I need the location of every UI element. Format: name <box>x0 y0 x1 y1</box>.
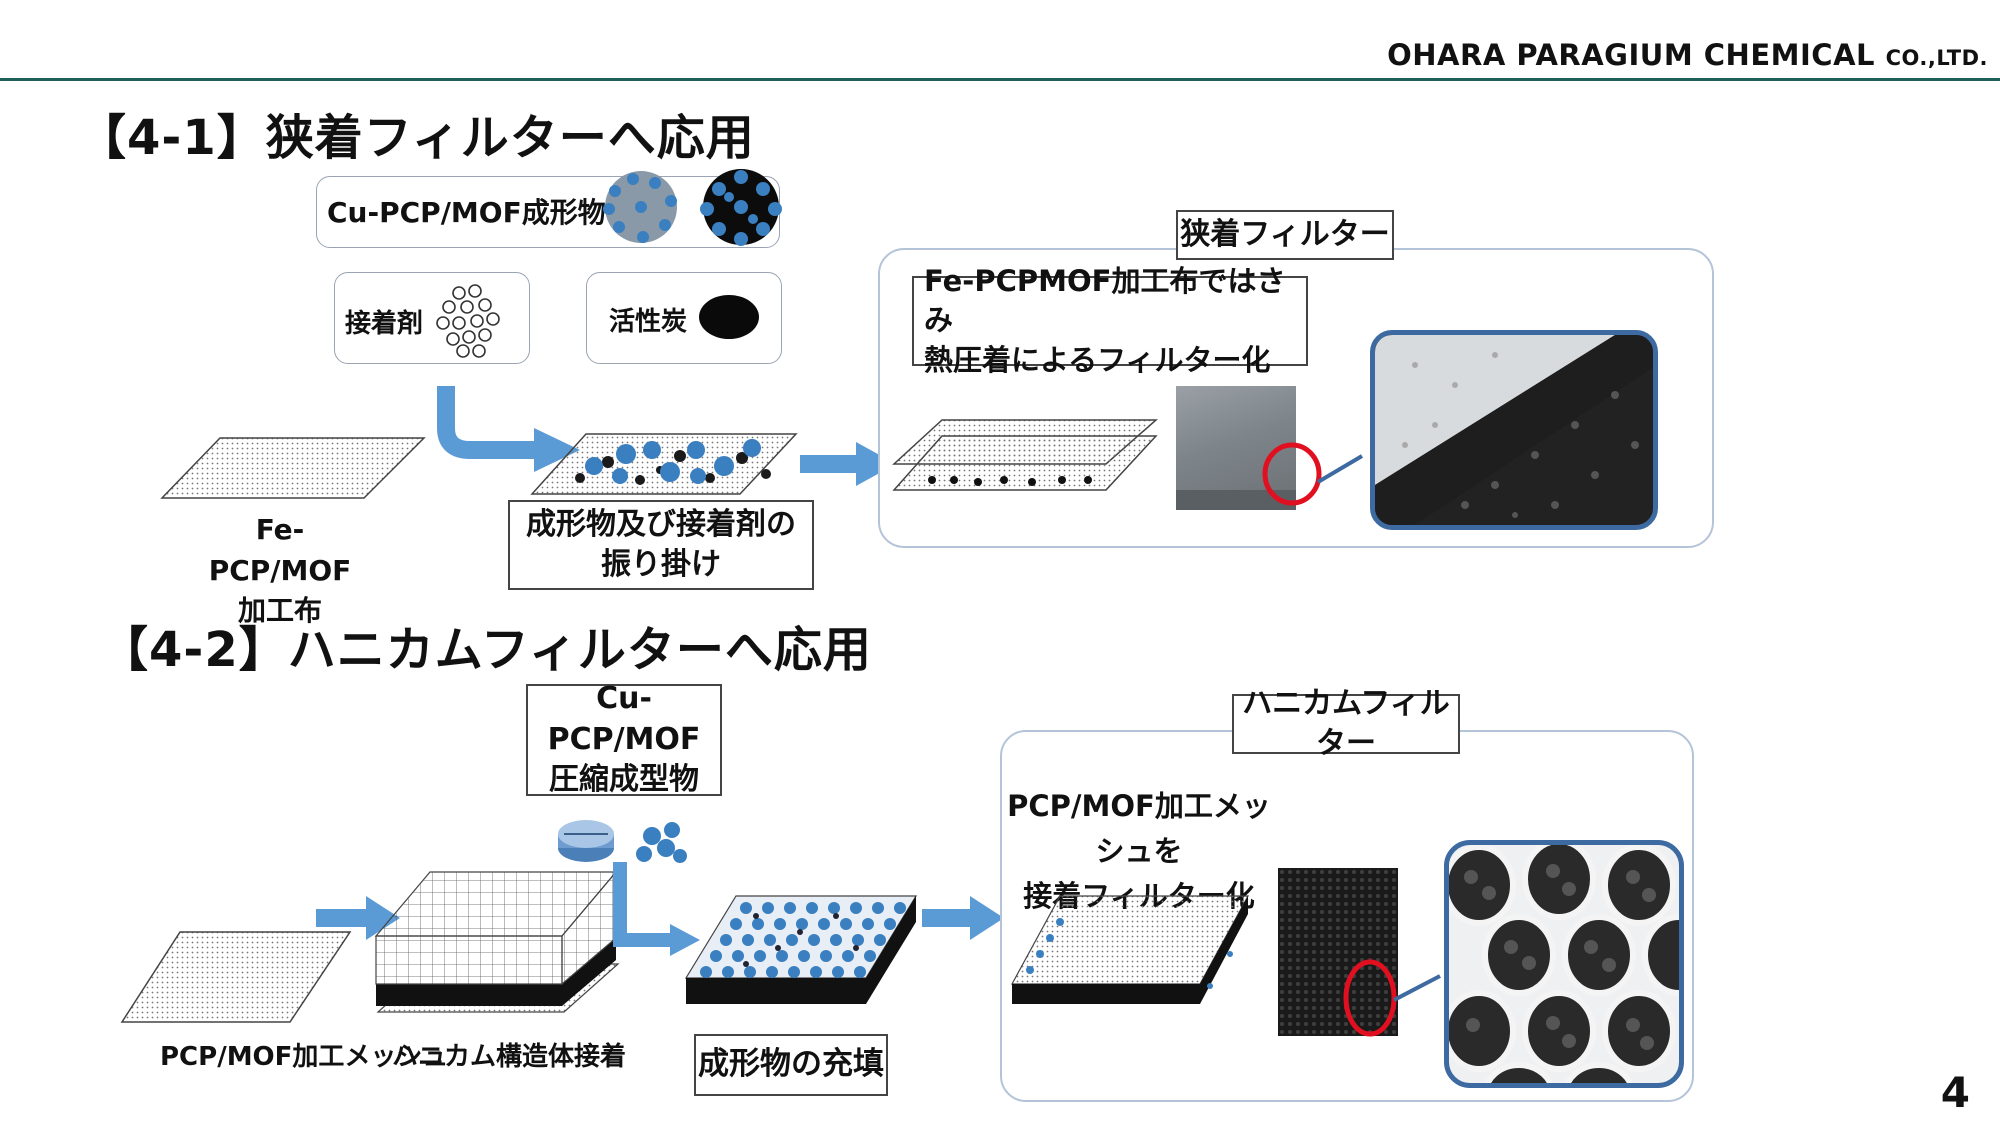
molded-product-box: Cu-PCP/MOF成形物 <box>316 169 782 248</box>
adhesive-circles-icon <box>436 284 500 358</box>
honeycomb-filter-sheet <box>1010 895 1250 1004</box>
zoom-honeycomb-texture <box>1449 845 1679 1083</box>
activated-carbon-icon <box>699 295 759 339</box>
honeycomb-structure <box>374 870 620 1013</box>
honeycomb-filter-title: ハニカムフィルター <box>1232 686 1460 761</box>
fe-fabric-label: Fe-PCP/MOF 加工布 <box>208 513 352 628</box>
section2-heading: 【4-2】ハニカムフィルターへ応用 <box>100 622 872 678</box>
compressed-pellets-icon <box>558 820 687 863</box>
adhesive-label: 接着剤 <box>345 309 424 339</box>
highlight-circle-2 <box>1343 959 1441 1037</box>
molded-product-label: Cu-PCP/MOF成形物 <box>327 196 606 229</box>
honeycomb-filter-desc: PCP/MOF加工メッシュを 接着フィルター化 <box>1007 789 1271 913</box>
fe-fabric-sheet <box>160 437 426 499</box>
honeycomb-filter-zoom <box>1444 840 1684 1088</box>
compressed-molded-label: Cu-PCP/MOF 圧縮成型物 <box>526 681 722 797</box>
mesh-sheet <box>120 931 352 1023</box>
flow-arrow-to-honeycomb-filter <box>922 896 1004 940</box>
company-name-main: OHARA PARAGIUM CHEMICAL <box>1387 38 1886 72</box>
honeycomb-label: ハニカム構造体接着 <box>392 1042 627 1072</box>
page-number: 4 <box>1940 1068 1970 1117</box>
company-name: OHARA PARAGIUM CHEMICAL CO.,LTD. <box>1387 38 1988 72</box>
flow-arrow-mesh-to-honeycomb <box>316 896 400 940</box>
flow-arrow-pellets-down <box>613 862 700 956</box>
flow-arrow-to-filter <box>800 442 896 486</box>
flow-arrow-adhesive <box>437 386 580 472</box>
filled-honeycomb <box>684 895 918 1004</box>
molded-granules-icon <box>603 169 782 246</box>
mesh-label: PCP/MOF加工メッシュ <box>160 1042 449 1072</box>
sandwich-filter-title: 狭着フィルター <box>1176 210 1394 260</box>
sprinkle-label-box: 成形物及び接着剤の 振り掛け <box>508 500 814 590</box>
activated-carbon-label: 活性炭 <box>609 307 688 337</box>
sandwich-filter-desc: Fe-PCPMOF加工布ではさみ 熱圧着によるフィルター化 <box>912 264 1308 377</box>
sandwich-sheets <box>892 419 1158 491</box>
highlight-circle-1 <box>1262 442 1364 506</box>
adhesive-box: 接着剤 <box>334 272 530 364</box>
zoom-texture <box>1375 335 1653 525</box>
activated-carbon-box: 活性炭 <box>586 272 782 364</box>
section1-heading: 【4-1】狭着フィルターへ応用 <box>78 110 755 166</box>
header-rule <box>0 78 2000 81</box>
company-name-suffix: CO.,LTD. <box>1885 46 1988 70</box>
honeycomb-filter-photo <box>1278 868 1398 1036</box>
sprinkled-sheet <box>530 433 798 495</box>
sandwich-filter-zoom <box>1370 330 1658 530</box>
sandwich-filter-photo <box>1176 386 1296 510</box>
fill-label-box: 成形物の充填 <box>694 1034 888 1096</box>
